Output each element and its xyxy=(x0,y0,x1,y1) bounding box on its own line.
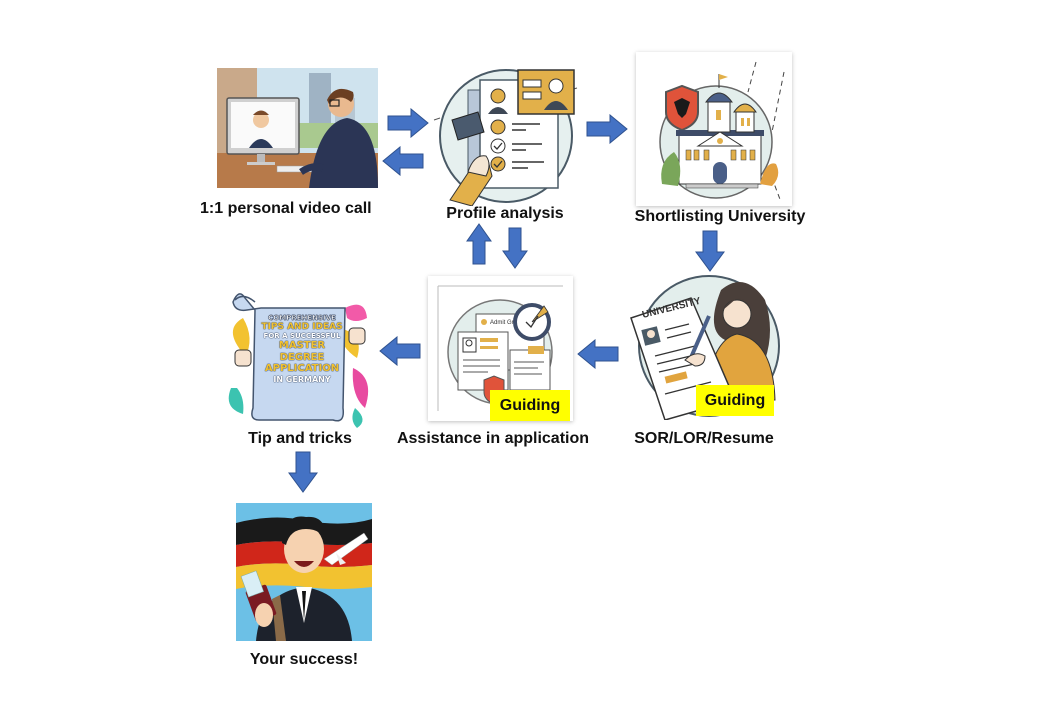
scroll-line-4: MASTER DEGREE xyxy=(278,340,326,363)
scroll-line-5: APPLICATION xyxy=(264,363,340,375)
video-call-image xyxy=(217,68,378,188)
arrow-sor-to-assistance xyxy=(577,339,619,369)
arrow-shortlisting-to-sor xyxy=(695,230,725,272)
scroll-line-3: FOR A SUCCESSFUL xyxy=(263,332,341,341)
sor-guiding-badge: Guiding xyxy=(696,385,774,416)
shortlisting-image xyxy=(636,52,792,206)
tips-label: Tip and tricks xyxy=(248,430,352,447)
arrow-video-to-profile xyxy=(387,108,429,138)
arrow-profile-to-shortlisting xyxy=(586,114,628,144)
scroll-line-6: IN GERMANY xyxy=(273,374,331,384)
assistance-image: Admit Gr xyxy=(428,276,573,421)
tips-scroll-text: COMPREHENSIVE TIPS AND IDEAS FOR A SUCCE… xyxy=(259,314,345,384)
scroll-line-1: COMPREHENSIVE xyxy=(268,314,336,322)
assistance-guiding-badge: Guiding xyxy=(490,390,570,421)
video-call-label: 1:1 personal video call xyxy=(200,200,372,217)
success-image xyxy=(236,503,372,641)
arrow-assistance-to-profile xyxy=(466,223,492,265)
arrow-profile-to-video xyxy=(382,146,424,176)
shortlisting-label: Shortlisting University xyxy=(634,208,806,225)
profile-analysis-label: Profile analysis xyxy=(446,205,564,222)
success-label: Your success! xyxy=(249,651,359,668)
assistance-label: Assistance in application xyxy=(396,430,590,447)
tips-image: COMPREHENSIVE TIPS AND IDEAS FOR A SUCCE… xyxy=(225,288,375,428)
arrow-assistance-to-tips xyxy=(379,336,421,366)
profile-analysis-image xyxy=(430,60,582,206)
scroll-line-2: TIPS AND IDEAS xyxy=(261,322,343,333)
arrow-profile-to-assistance xyxy=(502,227,528,269)
assistance-doc-header: Admit Gr xyxy=(490,320,514,326)
arrow-tips-to-success xyxy=(288,451,318,493)
sor-lor-resume-label: SOR/LOR/Resume xyxy=(634,430,774,447)
